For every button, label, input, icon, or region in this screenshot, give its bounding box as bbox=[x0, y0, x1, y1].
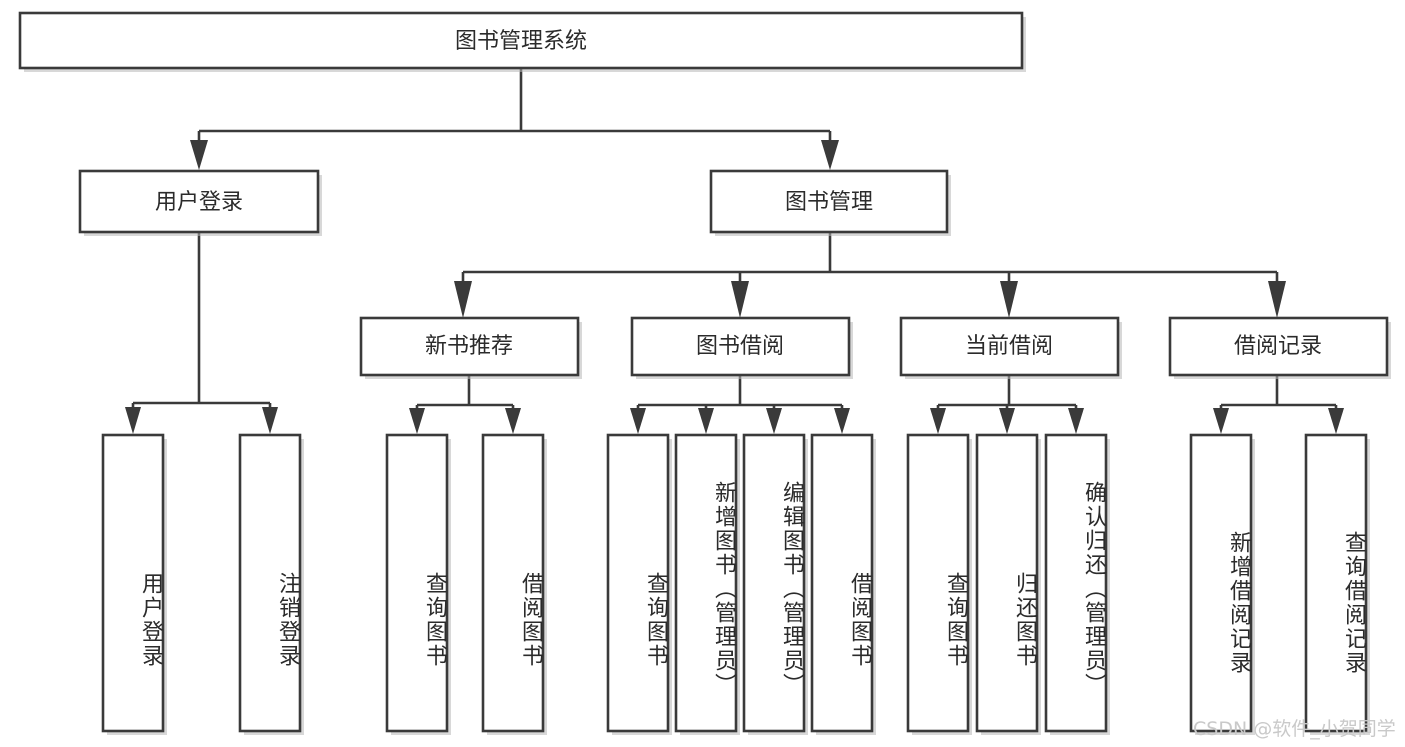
leaf-return-book-box[interactable] bbox=[975, 433, 1039, 733]
leaf-query-record-box[interactable] bbox=[1304, 433, 1368, 733]
root-label: 图书管理系统 bbox=[455, 29, 587, 54]
leaf-confirm-return-box[interactable] bbox=[1044, 433, 1108, 733]
new-book-rec-label: 新书推荐 bbox=[425, 334, 513, 359]
root-box[interactable] bbox=[18, 11, 1024, 70]
leaf-user-login-box[interactable] bbox=[101, 433, 165, 733]
leaf-borrow-book-2-box[interactable] bbox=[810, 433, 874, 733]
arrow-to-leaf-user-login bbox=[125, 407, 141, 434]
arrow-to-book-borrow bbox=[731, 281, 749, 318]
csdn-watermark: CSDN @软件_小贺同学 bbox=[1193, 718, 1396, 740]
arrow-to-leaf-query-book-3 bbox=[930, 408, 946, 434]
node-borrow-record[interactable]: 借阅记录 bbox=[1168, 316, 1391, 379]
book-manage-box[interactable] bbox=[709, 169, 949, 234]
leaf-box-layer bbox=[101, 433, 1370, 735]
new-book-rec-box[interactable] bbox=[359, 316, 580, 377]
leaf-add-record-box[interactable] bbox=[1189, 433, 1253, 733]
arrow-to-leaf-add-book bbox=[698, 408, 714, 434]
node-user-login[interactable]: 用户登录 bbox=[78, 169, 322, 236]
leaf-user-logout-box[interactable] bbox=[238, 433, 302, 733]
leaf-edit-book-box[interactable] bbox=[742, 433, 806, 733]
book-borrow-box[interactable] bbox=[630, 316, 851, 377]
arrow-to-borrow-record bbox=[1268, 281, 1286, 318]
arrow-to-leaf-query-record bbox=[1328, 408, 1344, 434]
leaf-add-book-box[interactable] bbox=[674, 433, 738, 733]
leaf-query-book-2-box[interactable] bbox=[606, 433, 670, 733]
arrow-to-user-login bbox=[190, 140, 208, 170]
arrow-to-leaf-edit-book bbox=[766, 408, 782, 434]
node-root[interactable]: 图书管理系统 bbox=[18, 11, 1026, 72]
arrow-to-leaf-return-book bbox=[999, 408, 1015, 434]
arrow-to-leaf-user-logout bbox=[262, 407, 278, 434]
connector-layer bbox=[125, 68, 1344, 434]
arrow-to-leaf-add-record bbox=[1213, 408, 1229, 434]
arrow-to-leaf-confirm-return bbox=[1068, 408, 1084, 434]
current-borrow-label: 当前借阅 bbox=[965, 334, 1053, 359]
leaf-query-book-1-box[interactable] bbox=[385, 433, 449, 733]
arrow-to-new-book-rec bbox=[454, 281, 472, 318]
borrow-record-box[interactable] bbox=[1168, 316, 1389, 377]
user-login-label: 用户登录 bbox=[155, 190, 243, 215]
book-manage-label: 图书管理 bbox=[785, 190, 873, 215]
current-borrow-box[interactable] bbox=[899, 316, 1120, 377]
leaf-borrow-book-1-box[interactable] bbox=[481, 433, 545, 733]
user-login-box[interactable] bbox=[78, 169, 320, 234]
node-book-manage[interactable]: 图书管理 bbox=[709, 169, 951, 236]
leaf-query-book-3-box[interactable] bbox=[906, 433, 970, 733]
arrow-to-leaf-borrow-book-1 bbox=[505, 408, 521, 434]
node-current-borrow[interactable]: 当前借阅 bbox=[899, 316, 1122, 379]
borrow-record-label: 借阅记录 bbox=[1234, 334, 1322, 359]
node-book-borrow[interactable]: 图书借阅 bbox=[630, 316, 853, 379]
arrow-to-leaf-query-book-1 bbox=[409, 408, 425, 434]
arrow-to-leaf-borrow-book-2 bbox=[834, 408, 850, 434]
node-new-book-rec[interactable]: 新书推荐 bbox=[359, 316, 582, 379]
arrow-to-current-borrow bbox=[1000, 281, 1018, 318]
book-borrow-label: 图书借阅 bbox=[696, 334, 784, 359]
arrow-to-book-manage bbox=[821, 140, 839, 170]
arrow-to-leaf-query-book-2 bbox=[630, 408, 646, 434]
